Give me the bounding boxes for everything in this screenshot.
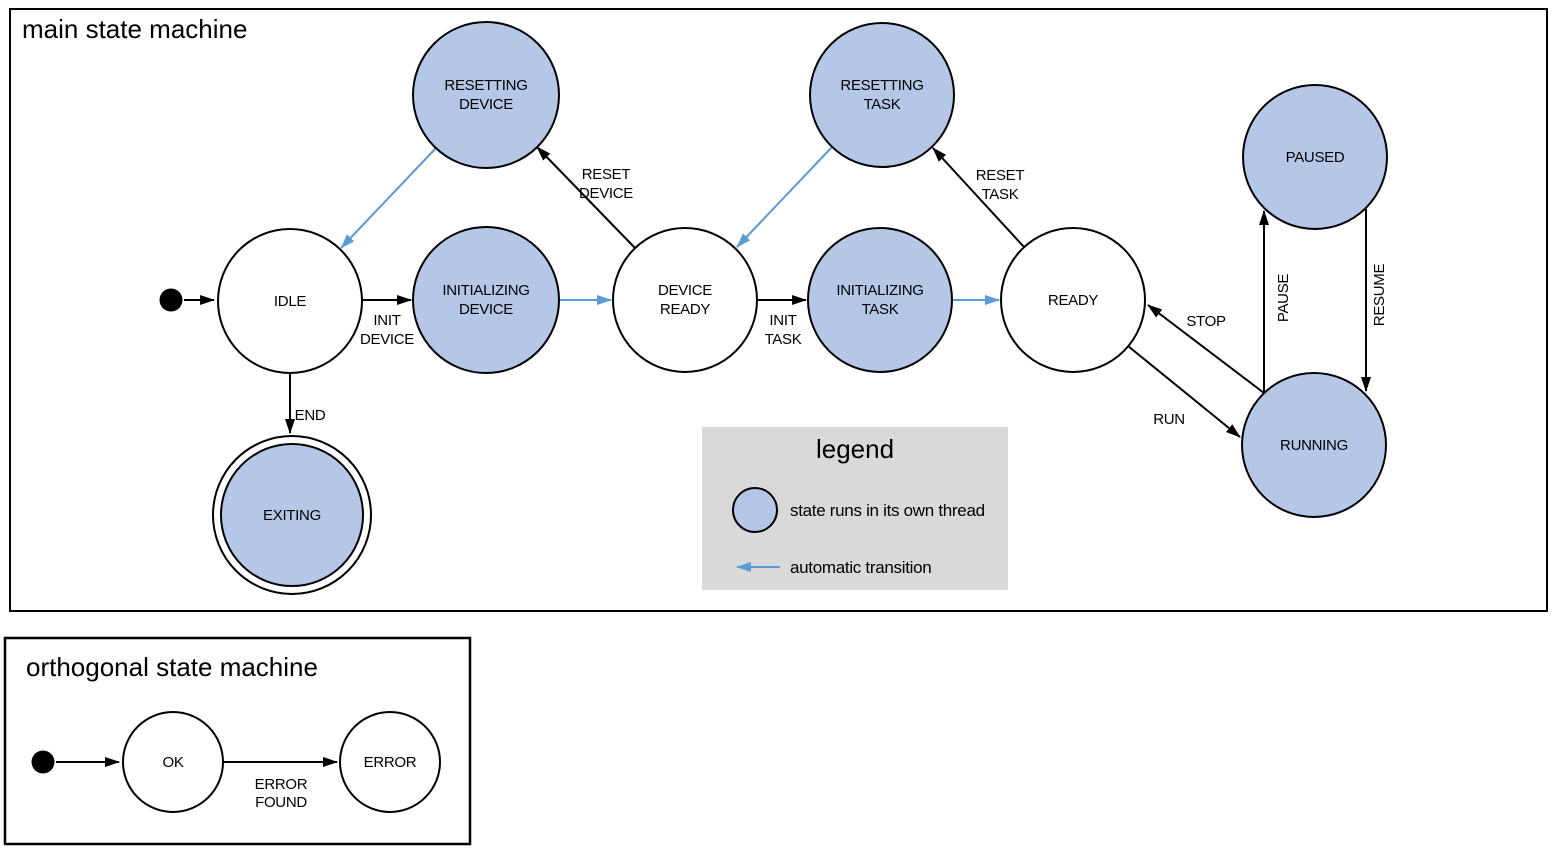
state-exiting-label: EXITING	[263, 507, 321, 524]
state-error	[339, 711, 441, 813]
main-initial-state-dot	[159, 288, 183, 312]
transition-error-found-label: ERROR	[255, 776, 308, 793]
transition-run-arrow	[1127, 345, 1241, 438]
state-resetting-task-label: RESETTING	[840, 77, 923, 94]
state-exiting	[220, 443, 364, 587]
state-error-label: ERROR	[364, 754, 417, 771]
state-initializing-device	[412, 226, 560, 374]
state-ok-label: OK	[162, 754, 183, 771]
state-initializing-device-label: DEVICE	[459, 301, 513, 318]
orthogonal-initial-state-dot	[31, 750, 55, 774]
state-resetting-device-label: RESETTING	[444, 77, 527, 94]
state-running-label: RUNNING	[1280, 437, 1348, 454]
state-running	[1241, 372, 1387, 518]
transition-reset-task-label: RESET	[976, 167, 1025, 184]
legend-title: legend	[816, 434, 894, 464]
transition-run-label: RUN	[1153, 411, 1185, 428]
main-state-machine-title: main state machine	[22, 14, 247, 44]
state-device-ready-label: DEVICE	[658, 282, 712, 299]
state-initializing-task-label: TASK	[862, 301, 899, 318]
state-resetting-device	[412, 21, 560, 169]
state-paused-label: PAUSED	[1286, 149, 1345, 166]
transition-init-device-label: INIT	[373, 312, 400, 329]
orthogonal-state-machine-title: orthogonal state machine	[26, 652, 318, 682]
state-ready-label: READY	[1048, 292, 1098, 309]
state-idle-label: IDLE	[274, 293, 306, 310]
transition-pause-label: PAUSE	[1275, 274, 1292, 323]
state-ready	[1000, 227, 1146, 373]
state-paused	[1242, 84, 1388, 230]
state-resetting-task-label: TASK	[864, 96, 901, 113]
transition-auto-resetting-device-to-idle-arrow	[340, 147, 437, 249]
legend-automatic-transition-label: automatic transition	[790, 558, 931, 577]
state-device-ready	[612, 227, 758, 373]
state-ok	[122, 711, 224, 813]
legend-thread-state-label: state runs in its own thread	[790, 501, 985, 520]
thread-state-circle-icon	[732, 487, 778, 533]
transition-reset-device-label: DEVICE	[579, 185, 633, 202]
transition-init-device-label: DEVICE	[360, 331, 414, 348]
transition-init-task-label: TASK	[765, 331, 802, 348]
state-resetting-task	[809, 22, 955, 168]
transition-reset-device-label: RESET	[582, 166, 631, 183]
state-initializing-task-label: INITIALIZING	[836, 282, 923, 299]
transition-error-found-label: FOUND	[255, 794, 307, 811]
transition-init-task-label: INIT	[769, 312, 796, 329]
state-device-ready-label: READY	[660, 301, 710, 318]
transition-reset-device-arrow	[536, 146, 636, 249]
state-resetting-device-label: DEVICE	[459, 96, 513, 113]
transition-resume-label: RESUME	[1371, 264, 1388, 327]
state-initializing-task	[807, 227, 953, 373]
transition-reset-task-label: TASK	[982, 186, 1019, 203]
state-initializing-device-label: INITIALIZING	[442, 282, 529, 299]
transition-auto-resetting-task-to-device-ready-arrow	[736, 146, 833, 248]
transition-reset-task-arrow	[932, 147, 1025, 248]
transition-stop-label: STOP	[1186, 313, 1226, 330]
state-idle	[217, 228, 363, 374]
transition-stop-arrow	[1147, 304, 1265, 394]
transition-end-label: END	[295, 407, 326, 424]
